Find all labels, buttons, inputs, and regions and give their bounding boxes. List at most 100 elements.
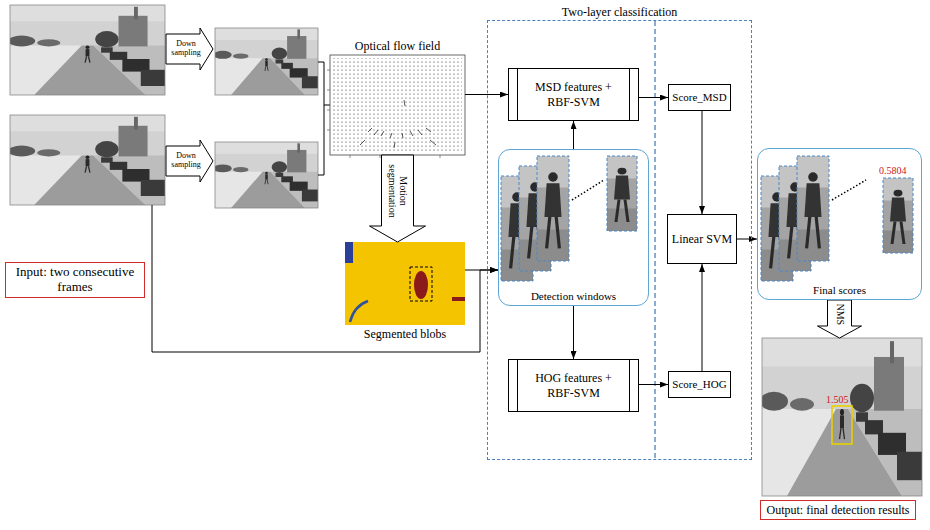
drawing-part [404, 100, 405, 106]
window-outline [537, 156, 569, 261]
flow-dots [333, 58, 462, 152]
segmented-blobs-image: Segmented blobs [345, 242, 465, 325]
arrow-label: Down sampling [168, 152, 204, 170]
score-box: Score_HOG [668, 371, 731, 398]
drawing-part [360, 140, 365, 145]
input-frame [8, 5, 165, 95]
node-text: Score_MSD [672, 91, 726, 104]
node-heading: Detection windows [531, 290, 616, 303]
drawing-part [440, 155, 441, 158]
drawing-part [430, 140, 436, 145]
frame-border [215, 28, 318, 95]
optical-flow-image: Optical flow field [330, 55, 465, 155]
frame-border [10, 115, 165, 205]
input-frame [8, 115, 165, 205]
window-crop [797, 156, 829, 261]
downsampled-frame [214, 142, 318, 208]
drawing-part [381, 131, 384, 136]
block-arrow [818, 300, 862, 338]
score-box: Score_MSD [668, 84, 731, 111]
flow-line [152, 205, 153, 300]
segmentation-ground [345, 242, 465, 325]
flow-vectors [360, 100, 436, 148]
node-text: Linear SVM [672, 232, 732, 246]
score-value: 1.505 [826, 394, 849, 405]
window-crop [607, 156, 637, 231]
process-box: HOG features + RBF-SVM [508, 359, 639, 412]
drawing-part [350, 155, 351, 158]
detection-windows-panel: Detection windows [498, 149, 649, 306]
drawing-part [368, 128, 372, 132]
flow-plot-frame [330, 55, 465, 155]
caption-box: Output: final detection results [760, 500, 917, 520]
block-arrow [166, 140, 213, 182]
node-text: MSD features + RBF-SVM [534, 80, 614, 109]
output-group: Output: final detection results [750, 338, 926, 528]
block-arrow [370, 155, 426, 242]
input-group: Input: two consecutive frames [5, 5, 165, 300]
drawing-part [410, 131, 413, 136]
process-side-bar [517, 69, 518, 120]
blob-box [410, 267, 432, 301]
flow-arrow [702, 264, 703, 371]
process-side-bar [629, 69, 630, 120]
frame-border [10, 5, 165, 95]
window-crop [537, 156, 569, 261]
process-box: MSD features + RBF-SVM [508, 68, 639, 121]
bracket-line [324, 105, 330, 106]
window-outline [883, 178, 913, 253]
drawing-part [418, 130, 422, 135]
segment-region [345, 242, 353, 263]
flow-arrow [573, 121, 574, 149]
node-heading: Final scores [813, 284, 866, 297]
region-divider [654, 21, 655, 459]
flow-arrow [152, 270, 498, 352]
drawing-part [426, 128, 431, 132]
segment-region [350, 301, 368, 322]
classifier-box: Linear SVM [667, 214, 737, 264]
window-outline [607, 156, 637, 231]
flow-arrow [639, 384, 668, 385]
caption-box: Input: two consecutive frames [5, 262, 145, 298]
arrow-label: Down sampling [168, 40, 204, 58]
detection-box [832, 406, 852, 444]
drawing-part [327, 110, 330, 111]
drawing-part [374, 130, 378, 135]
score-value: 0.5804 [879, 165, 907, 176]
output-frame [760, 338, 922, 496]
node-heading: Two-layer classification [562, 5, 677, 19]
arrow-label: Motion segmentation [387, 158, 409, 223]
flow-arrow [737, 239, 757, 240]
drawing-part [390, 133, 392, 138]
frame-border [762, 338, 922, 496]
flow-arrow [702, 111, 703, 214]
node-text: HOG features + RBF-SVM [534, 371, 614, 400]
ellipsis-line [832, 180, 866, 200]
node-text: Score_HOG [672, 378, 726, 391]
flow-arrow [639, 97, 668, 98]
moving-blob [452, 297, 465, 301]
node-heading: Segmented blobs [364, 327, 446, 341]
flow-arrow [465, 270, 498, 271]
bracket-line [318, 62, 324, 175]
window-crop [883, 178, 913, 253]
classification-region: Two-layer classificationMSD features + R… [487, 20, 752, 460]
downsampled-frame [214, 28, 318, 95]
ellipsis-line [572, 180, 604, 200]
flow-arrow [573, 306, 574, 359]
process-side-bar [517, 360, 518, 411]
drawing-part [394, 142, 395, 148]
moving-blob [414, 271, 428, 299]
frame-border [215, 142, 318, 208]
block-arrow [166, 28, 213, 70]
drawing-part [380, 155, 381, 158]
arrow-label: NMS [834, 303, 845, 323]
drawing-part [402, 133, 403, 138]
axis-ticks [327, 70, 440, 158]
drawing-part [327, 70, 330, 71]
